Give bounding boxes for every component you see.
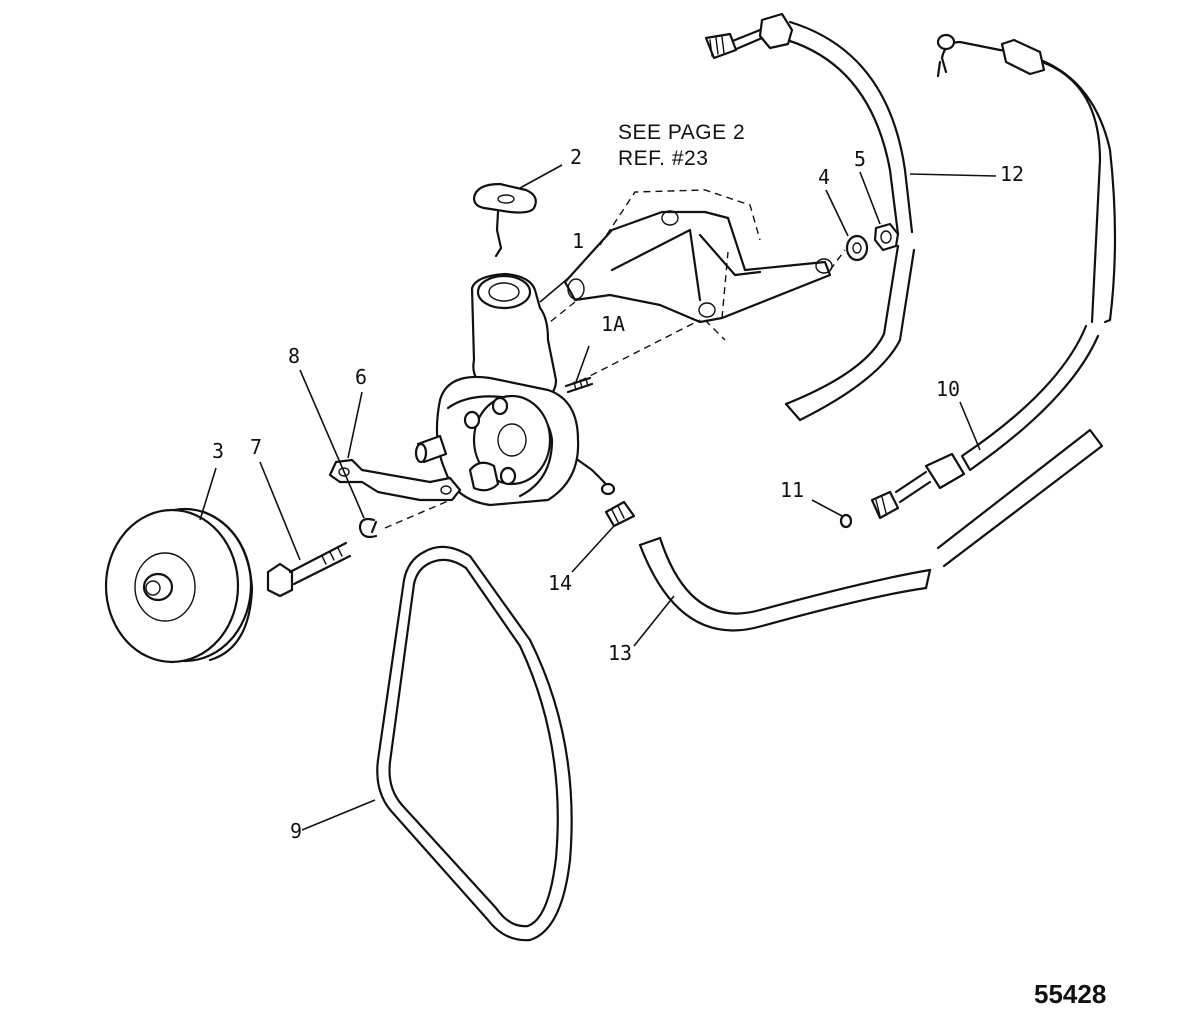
callout-14: 14 — [548, 571, 572, 595]
support-brace — [328, 458, 462, 502]
washer-alignment-line — [384, 497, 456, 529]
reservoir-cap — [472, 182, 537, 258]
callout-12: 12 — [1000, 162, 1024, 186]
pressure-hose — [704, 12, 916, 422]
fitting — [604, 500, 636, 528]
callout-1: 1 — [572, 229, 584, 253]
callout-3: 3 — [212, 439, 224, 463]
leader-10 — [959, 401, 981, 451]
leader-12 — [909, 173, 997, 177]
drive-belt — [376, 545, 573, 942]
callout-11: 11 — [780, 478, 804, 502]
lock-washer — [358, 517, 378, 539]
leader-13 — [633, 595, 675, 647]
leader-1a — [575, 345, 590, 383]
callout-13: 13 — [608, 641, 632, 665]
callout-4: 4 — [818, 165, 830, 189]
o-ring — [839, 513, 853, 529]
callout-6: 6 — [355, 365, 367, 389]
washer — [845, 234, 869, 262]
see-page-note-line2: REF. #23 — [618, 147, 708, 170]
leader-8 — [299, 369, 365, 519]
mounting-bracket — [539, 189, 846, 382]
power-steering-pump — [414, 272, 616, 507]
leader-6 — [347, 391, 363, 459]
bolt — [266, 541, 352, 598]
leader-5 — [859, 171, 881, 225]
nut — [873, 222, 900, 252]
callout-2: 2 — [570, 145, 582, 169]
return-hose — [870, 33, 1117, 520]
return-line — [638, 428, 1104, 632]
leader-3 — [199, 467, 217, 521]
figure-number: 55428 — [1034, 979, 1106, 1009]
callout-7: 7 — [250, 435, 262, 459]
stud — [564, 376, 594, 394]
leader-1 — [539, 274, 573, 303]
callout-1a: 1A — [601, 312, 625, 336]
see-page-note-line1: SEE PAGE 2 — [618, 121, 745, 144]
callout-8: 8 — [288, 344, 300, 368]
callout-5: 5 — [854, 147, 866, 171]
leader-2 — [519, 164, 563, 189]
pulley — [104, 507, 254, 664]
callout-9: 9 — [290, 819, 302, 843]
leader-4 — [825, 189, 849, 237]
leader-lines — [199, 164, 997, 831]
callout-10: 10 — [936, 377, 960, 401]
leader-7 — [259, 461, 301, 561]
leader-9 — [301, 799, 376, 831]
leader-14 — [571, 525, 615, 573]
leader-11 — [811, 499, 843, 517]
